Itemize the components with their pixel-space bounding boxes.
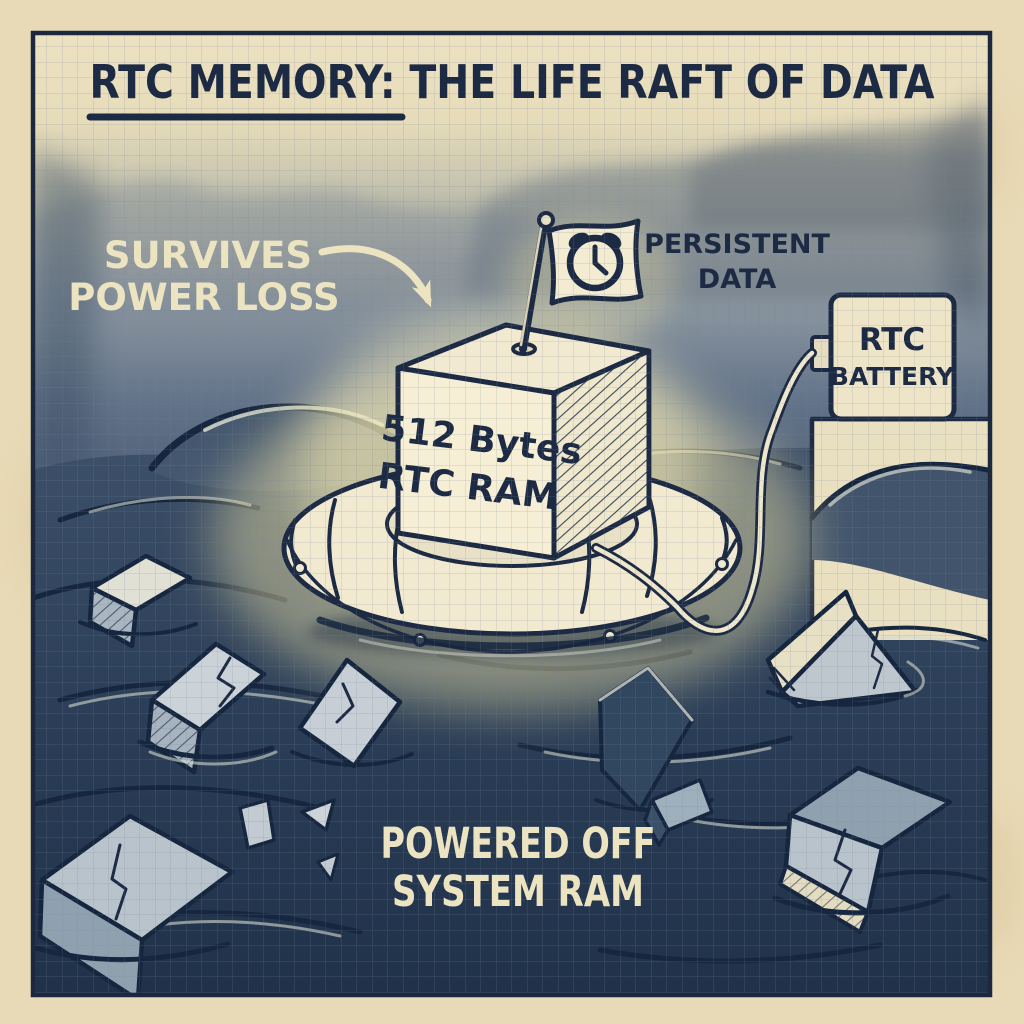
persistent-line2: DATA [698,264,777,295]
powered-off-line1: POWERED OFF [381,819,656,869]
powered-off-line2: SYSTEM RAM [392,867,644,917]
survives-callout: SURVIVES POWER LOSS [68,234,432,319]
survives-line1: SURVIVES [104,234,312,277]
persistent-callout: PERSISTENT DATA [644,229,830,295]
frame-border [30,30,993,998]
title: RTC MEMORY: THE LIFE RAFT OF DATA [86,55,935,121]
powered-off-callout: POWERED OFF SYSTEM RAM [381,819,656,917]
page-title: RTC MEMORY: THE LIFE RAFT OF DATA [90,55,935,109]
survives-line2: POWER LOSS [68,276,339,319]
scene: RTC BATTERY [33,33,990,995]
graph-grid-highlight [33,33,990,995]
persistent-line1: PERSISTENT [644,229,830,260]
survives-arrow [318,245,432,308]
